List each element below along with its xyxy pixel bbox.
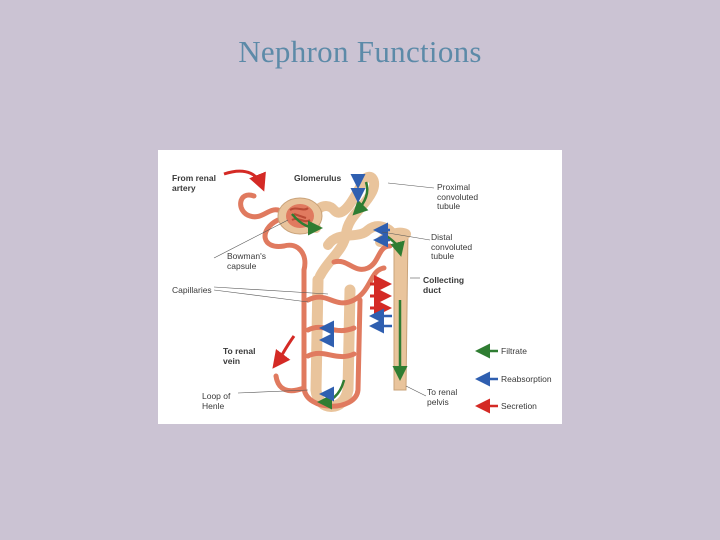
label-proximal-tubule: Proximal convoluted tubule [437,182,479,211]
label-loop-of-henle: Loop of Henle [202,391,231,411]
reabsorption-arrows [319,174,392,402]
label-collecting-duct: Collecting duct [423,275,465,295]
label-capillaries: Capillaries [172,285,212,295]
collecting-duct-shape [375,227,411,391]
secretion-arrows [223,169,392,369]
renal-vein-shape [273,373,307,394]
label-to-renal-pelvis: To renal pelvis [427,387,458,407]
nephron-illustration [213,169,498,414]
leader-lines [213,182,435,397]
slide-title: Nephron Functions [238,34,482,69]
proximal-tubule-shape [309,171,380,281]
label-distal-tubule: Distal convoluted tubule [431,232,473,261]
label-to-renal-vein: To renal vein [223,346,256,366]
label-bowmans-capsule: Bowman's capsule [227,251,266,271]
label-glomerulus: Glomerulus [294,173,342,183]
nephron-diagram: From renal artery Glomerulus Proximal co… [158,150,562,424]
label-from-renal-artery: From renal artery [172,173,216,193]
legend-secretion: Secretion [501,401,537,411]
legend-reabsorption: Reabsorption [501,374,552,384]
legend-arrows [475,343,498,414]
legend-filtrate: Filtrate [501,346,527,356]
